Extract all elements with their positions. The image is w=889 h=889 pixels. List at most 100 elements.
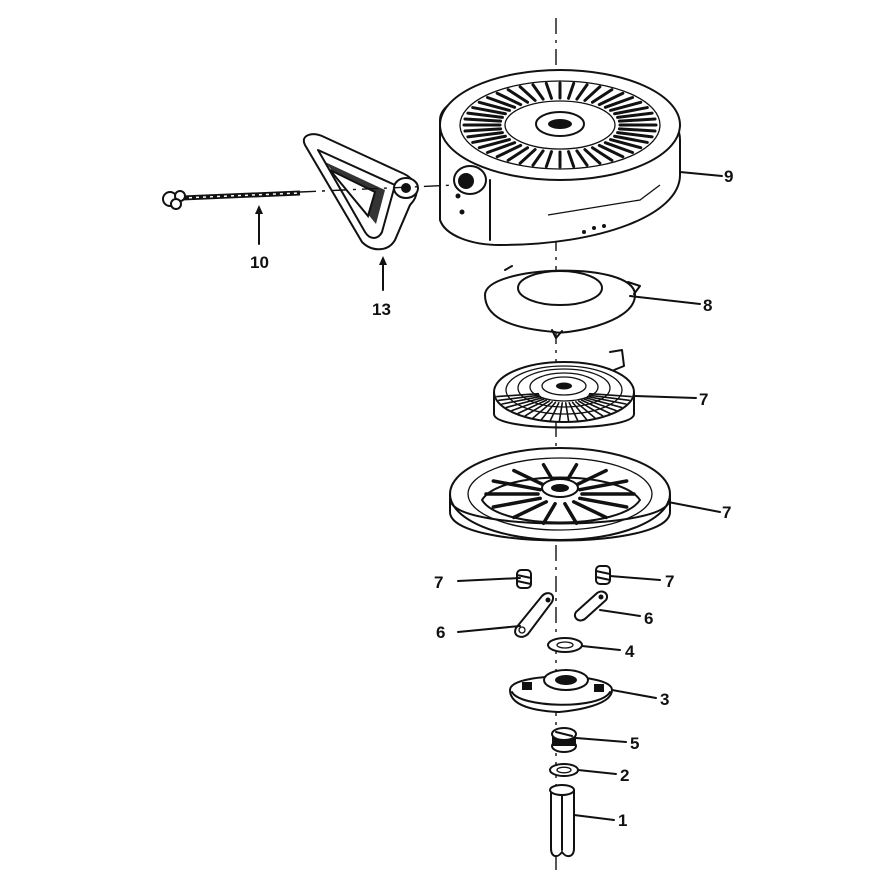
pulley-vanes-mark: [571, 500, 608, 520]
callout-6-left: 6: [436, 623, 445, 642]
pawl-spring-right: [595, 565, 611, 585]
leader-8: [667, 501, 721, 513]
spring-coil-ribs: [496, 392, 632, 422]
callout-1: 1: [618, 811, 627, 830]
leader-6-left: [457, 625, 521, 633]
spring-ribs-mark: [583, 398, 617, 412]
spring-ribs-mark: [575, 401, 596, 419]
callout-13: 13: [372, 300, 391, 319]
housing-slots-mark: [531, 83, 545, 101]
housing-slots-mark: [477, 138, 512, 150]
leader-2: [577, 769, 617, 775]
spring-ribs-mark: [517, 399, 548, 415]
housing-slots-mark: [575, 83, 589, 101]
housing-slots-mark: [544, 81, 553, 100]
housing-slots-mark: [590, 88, 614, 104]
callout-11: 9: [724, 167, 733, 186]
pulley-vanes-mark: [541, 501, 557, 525]
housing-slots-mark: [471, 134, 507, 144]
leader-9: [633, 395, 697, 399]
housing-slots-mark: [466, 111, 504, 119]
leader-1: [573, 814, 615, 821]
housing-slots-mark: [495, 143, 523, 159]
pulley-vanes-mark: [491, 496, 542, 509]
spring-ribs-mark: [580, 399, 611, 415]
callout-2: 2: [620, 766, 629, 785]
spring-ribs-mark: [588, 394, 630, 402]
callout-7-right: 7: [665, 572, 674, 591]
callout-3: 3: [660, 690, 669, 709]
starter-handle: [302, 133, 419, 251]
pulley-vanes-mark: [512, 500, 549, 520]
housing-slots-mark: [463, 127, 503, 133]
recoil-spring: [493, 349, 635, 429]
pulley-vanes-mark: [512, 468, 549, 488]
pawl-spring-left: [516, 569, 532, 589]
leader-7-right: [609, 575, 661, 581]
housing-slots-mark: [613, 106, 649, 116]
spring-ribs-mark: [568, 401, 579, 422]
housing-slots-mark: [616, 131, 654, 139]
housing-slots-mark: [616, 111, 654, 119]
housing-slots-mark: [613, 134, 649, 144]
pulley-vanes: [484, 463, 636, 525]
spring-ribs-mark: [564, 402, 570, 422]
housing-slots-mark: [518, 148, 537, 165]
pulley-vanes-mark: [571, 468, 608, 488]
spring-ribs-mark: [558, 402, 564, 422]
housing-slots-mark: [597, 91, 625, 107]
housing-slots-mark: [617, 127, 657, 133]
housing-slots-mark: [590, 146, 614, 162]
washer: [547, 637, 583, 653]
callout-12: 10: [250, 253, 269, 272]
spring-ribs-mark: [524, 400, 550, 417]
housing-slots-mark: [544, 150, 553, 169]
spring-ribs-mark: [498, 394, 540, 402]
callout-5: 5: [630, 734, 639, 753]
spring-ribs-mark: [532, 401, 553, 419]
spring-ribs-mark: [588, 392, 632, 398]
housing-vent-slots: [462, 81, 658, 169]
pulley-vanes-mark: [563, 501, 579, 525]
leader-10: [629, 295, 701, 305]
pulley-vanes-mark: [578, 496, 629, 509]
housing-slots-mark: [495, 91, 523, 107]
housing-slots-mark: [485, 95, 517, 109]
rope-path-line: [299, 184, 456, 193]
leader-11: [679, 171, 723, 177]
spring-ribs-mark: [586, 395, 627, 405]
housing-slots-mark: [477, 100, 512, 112]
pawl-retainer: [508, 669, 614, 714]
recoil-housing: [439, 69, 681, 247]
housing-slots-mark: [575, 149, 589, 167]
housing-slots-mark: [603, 95, 635, 109]
pawl-right: [574, 590, 608, 622]
housing-slots-mark: [583, 148, 602, 165]
leader-7-left: [457, 577, 521, 582]
spring-ribs-mark: [578, 400, 604, 417]
pawl-left: [514, 592, 554, 638]
thin-washer: [549, 763, 579, 777]
callout-10: 8: [703, 296, 712, 315]
callout-4: 4: [625, 642, 635, 661]
housing-slots-mark: [567, 81, 576, 100]
callout-8: 7: [722, 503, 731, 522]
spring-ribs-mark: [511, 398, 545, 412]
leader-lines: [255, 171, 723, 821]
housing-slots-mark: [518, 85, 537, 102]
spring-ribs-mark: [549, 401, 560, 422]
leader-6-right: [599, 609, 641, 617]
housing-slots-mark: [506, 88, 530, 104]
housing-slots-mark: [463, 117, 503, 123]
leader-3: [611, 689, 657, 699]
callout-9: 7: [699, 390, 708, 409]
spring-cover-plate: [483, 265, 641, 339]
callout-6-right: 6: [644, 609, 653, 628]
housing-slots-mark: [466, 131, 504, 139]
spring-ribs-mark: [501, 395, 542, 405]
housing-slots-mark: [583, 85, 602, 102]
housing-slots-mark: [608, 100, 643, 112]
leader-5: [575, 737, 627, 743]
